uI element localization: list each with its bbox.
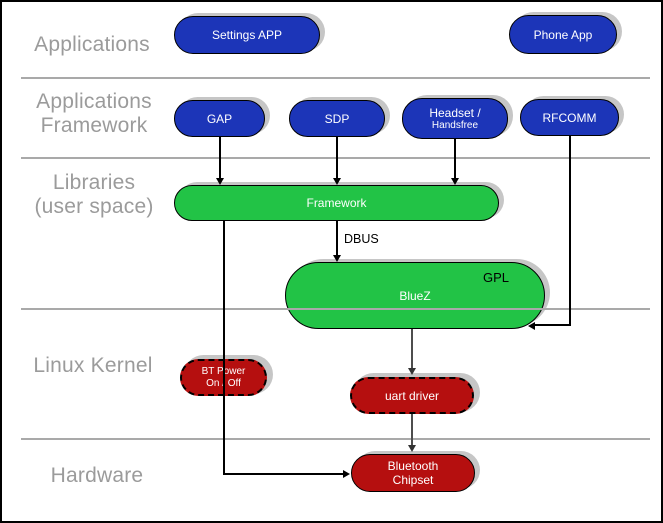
node-label: BlueZ bbox=[399, 288, 431, 303]
node-sdp: SDP bbox=[289, 100, 385, 137]
node-label: Handsfree bbox=[431, 119, 479, 131]
divider-libraries bbox=[21, 308, 650, 310]
divider-linux-kernel bbox=[21, 438, 650, 440]
arrowhead-gap-framework bbox=[216, 178, 224, 185]
arrowhead-sdp-framework bbox=[333, 178, 341, 185]
edge-headset-framework bbox=[454, 139, 456, 181]
edge-rfcomm-bluez-vertical bbox=[569, 136, 571, 325]
node-phone-app: Phone App bbox=[509, 15, 617, 54]
node-label: Headset / bbox=[429, 105, 481, 120]
edge-framework-btpower-chipset-vertical bbox=[223, 221, 225, 474]
edge-uart-chipset bbox=[411, 414, 413, 448]
arrowhead-uart-chipset bbox=[408, 445, 416, 452]
gpl-badge: GPL bbox=[483, 270, 510, 285]
divider-applications-framework bbox=[21, 157, 650, 159]
layer-label-line: (user space) bbox=[34, 195, 154, 218]
layer-label-linux-kernel: Linux Kernel bbox=[33, 354, 153, 377]
arrowhead-btpower-chipset bbox=[343, 470, 350, 478]
node-label: SDP bbox=[324, 111, 350, 126]
node-label: uart driver bbox=[384, 388, 440, 403]
node-label: Framework bbox=[306, 196, 367, 210]
node-label: GAP bbox=[206, 111, 233, 126]
divider-applications bbox=[21, 77, 650, 79]
edge-sdp-framework bbox=[336, 137, 338, 181]
layer-label-line: Applications bbox=[36, 90, 152, 113]
arrowhead-headset-framework bbox=[451, 178, 459, 185]
arrowhead-rfcomm-bluez bbox=[528, 322, 535, 330]
node-gap: GAP bbox=[174, 100, 265, 137]
layer-label-libraries: Libraries (user space) bbox=[18, 171, 170, 219]
arrowhead-framework-bluez bbox=[333, 255, 341, 262]
node-settings-app: Settings APP bbox=[174, 16, 320, 54]
node-uart-driver: uart driver bbox=[350, 377, 474, 414]
edge-rfcomm-bluez-horizontal bbox=[534, 324, 571, 326]
node-label: Chipset bbox=[392, 473, 434, 487]
layer-label-hardware: Hardware bbox=[50, 464, 144, 487]
edge-btpower-chipset-horizontal bbox=[223, 473, 345, 475]
node-headset-handsfree: Headset / Handsfree bbox=[402, 98, 508, 139]
layer-label-line: Framework bbox=[40, 114, 148, 137]
dbus-edge-label: DBUS bbox=[344, 232, 379, 246]
layer-label-applications: Applications bbox=[34, 33, 150, 56]
edge-framework-bluez bbox=[336, 221, 338, 258]
edge-gap-framework bbox=[219, 137, 221, 181]
node-label: Settings APP bbox=[211, 28, 283, 42]
node-label: RFCOMM bbox=[542, 110, 597, 125]
edge-bluez-uart bbox=[411, 329, 413, 371]
layer-label-applications-framework: Applications Framework bbox=[20, 90, 168, 138]
node-rfcomm: RFCOMM bbox=[520, 99, 619, 136]
node-label: Phone App bbox=[533, 27, 593, 42]
node-framework: Framework bbox=[174, 185, 499, 221]
node-bluez: BlueZ bbox=[285, 262, 545, 329]
arrowhead-bluez-uart bbox=[408, 368, 416, 375]
node-label: Bluetooth bbox=[387, 459, 439, 473]
node-bluetooth-chipset: Bluetooth Chipset bbox=[351, 454, 475, 492]
layer-label-line: Libraries bbox=[52, 171, 136, 194]
